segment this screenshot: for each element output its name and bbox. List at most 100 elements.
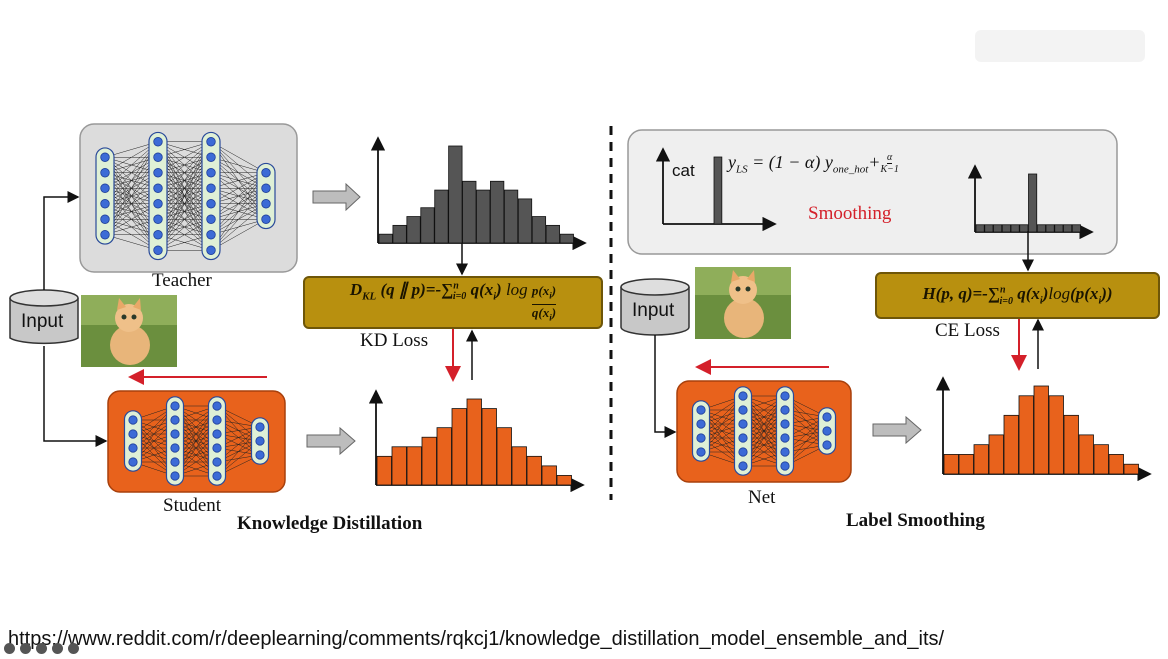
zoom-icon[interactable] <box>52 643 63 654</box>
network-node <box>100 168 110 178</box>
network-layer <box>123 410 143 472</box>
network-node <box>738 447 748 457</box>
network-node <box>153 137 163 147</box>
student-dist-bar <box>376 455 392 486</box>
network-node <box>255 422 265 432</box>
network-node <box>206 183 216 193</box>
network-node <box>128 443 138 453</box>
cat-image-right <box>695 267 791 339</box>
network-node <box>128 415 138 425</box>
prev-icon[interactable] <box>4 643 15 654</box>
label-smoothing-panel <box>627 129 1118 255</box>
network-node <box>206 230 216 240</box>
student-output-arrow <box>306 426 356 456</box>
network-node <box>255 436 265 446</box>
next-icon[interactable] <box>68 643 79 654</box>
student-dist-bar <box>436 427 452 486</box>
input-to-net-arrow <box>654 335 677 438</box>
watermark-logo <box>975 30 1145 62</box>
smooth-dist-bar <box>1010 224 1020 233</box>
teacher-dist-bar <box>476 189 491 244</box>
network-node <box>153 214 163 224</box>
network-node <box>822 440 832 450</box>
network-node <box>780 391 790 401</box>
network-layer <box>201 131 221 261</box>
teacher-dist-bar <box>462 180 477 244</box>
network-layer <box>256 162 276 230</box>
teacher-dist-bar <box>378 233 393 244</box>
network-node <box>100 152 110 162</box>
network-node <box>261 168 271 178</box>
smooth-dist-bar <box>984 224 994 233</box>
network-node <box>822 426 832 436</box>
student-dist-bar <box>511 446 527 486</box>
source-url[interactable]: https://www.reddit.com/r/deeplearning/co… <box>8 628 945 650</box>
network-node <box>780 461 790 471</box>
net-dist-bar <box>943 454 959 475</box>
network-node <box>100 214 110 224</box>
network-node <box>100 230 110 240</box>
net-dist-bar <box>1018 395 1034 475</box>
network-node <box>780 419 790 429</box>
network-node <box>100 199 110 209</box>
pen-icon[interactable] <box>20 643 31 654</box>
student-dist-bar <box>481 408 497 486</box>
onehot-dist-bar <box>713 156 723 225</box>
teacher-network <box>95 131 276 261</box>
net-dist-bar <box>973 444 989 475</box>
network-node <box>780 447 790 457</box>
teacher-dist-bar <box>490 180 505 244</box>
student-dist-bar <box>451 408 467 486</box>
input-database-left <box>9 289 79 345</box>
network-node <box>153 199 163 209</box>
student-distribution-chart <box>368 389 585 493</box>
input-database-right <box>620 278 690 336</box>
net-dist-bar <box>988 434 1004 475</box>
net-dist-bar <box>1078 434 1094 475</box>
smooth-dist-bar <box>993 224 1003 233</box>
network-node <box>738 433 748 443</box>
net-dist-bar <box>1108 454 1124 475</box>
network-node <box>212 443 222 453</box>
onehot-class-label: cat <box>672 161 695 180</box>
ce-loss-formula: H(p, q)=-∑ni=0 q(xi)log(p(xi)) <box>875 272 1160 319</box>
network-node <box>212 401 222 411</box>
smooth-dist-bar <box>975 224 985 233</box>
teacher-dist-bar <box>517 198 533 244</box>
network-node <box>153 152 163 162</box>
net-output-arrow <box>872 415 922 445</box>
network-node <box>738 405 748 415</box>
network-node <box>153 230 163 240</box>
network-node <box>170 457 180 467</box>
label-smoothing-title: Label Smoothing <box>846 510 985 531</box>
network-node <box>206 137 216 147</box>
network-node <box>780 405 790 415</box>
input-to-teacher-arrow <box>43 191 80 290</box>
network-node <box>170 415 180 425</box>
network-node <box>212 429 222 439</box>
net-dist-bar <box>958 454 974 475</box>
student-network <box>123 396 270 486</box>
input-label-left: Input <box>21 311 64 332</box>
net-label: Net <box>748 487 776 508</box>
teacher-dist-bar <box>448 145 463 244</box>
student-label: Student <box>163 495 222 516</box>
student-dist-bar <box>406 446 422 486</box>
menu-icon[interactable] <box>36 643 47 654</box>
teacher-distribution-chart <box>370 136 587 251</box>
net-dist-bar <box>1093 444 1109 475</box>
network-node <box>128 429 138 439</box>
student-dist-bar <box>526 455 542 486</box>
network-node <box>780 433 790 443</box>
teacher-dist-bar <box>420 207 435 244</box>
student-dist-bar <box>541 465 557 486</box>
net-dist-bar <box>1003 414 1019 475</box>
network-node <box>206 168 216 178</box>
teacher-label: Teacher <box>152 270 212 291</box>
network-node <box>738 461 748 471</box>
teacher-dist-bar <box>434 189 449 244</box>
network-node <box>170 443 180 453</box>
network-node <box>212 457 222 467</box>
network-node <box>170 401 180 411</box>
